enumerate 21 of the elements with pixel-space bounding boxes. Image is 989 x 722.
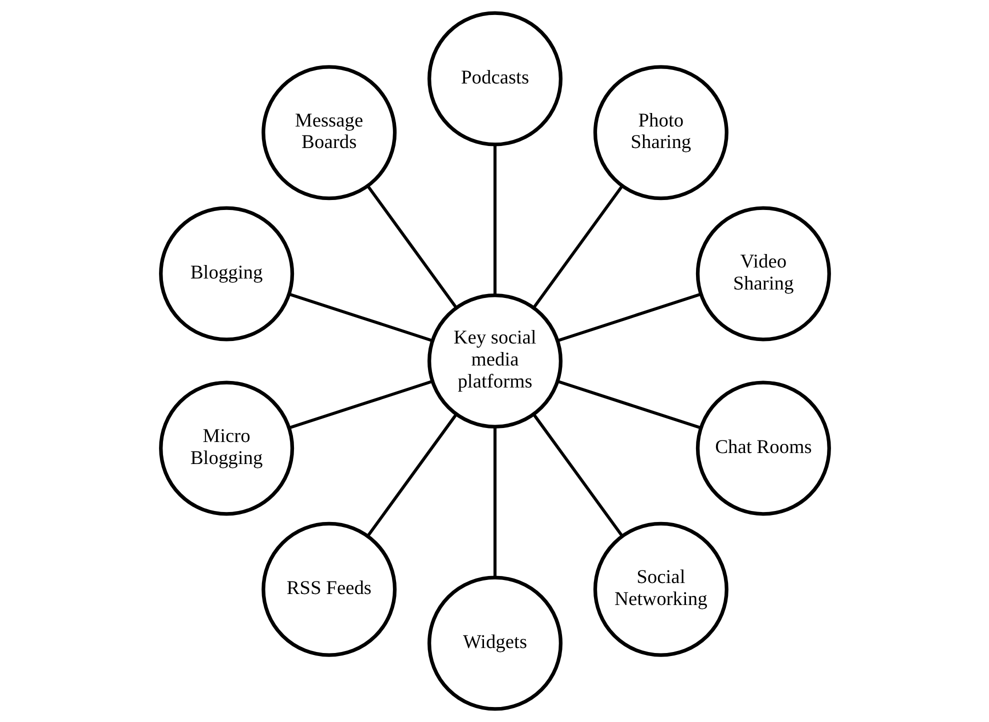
node-circle: Social Networking <box>592 522 728 657</box>
node-circle: Chat Rooms <box>695 380 830 516</box>
node-circle: Micro Blogging <box>158 380 294 516</box>
node-circle: Widgets <box>427 576 562 711</box>
connector <box>366 414 457 538</box>
connector <box>366 184 457 308</box>
connector <box>532 184 623 308</box>
connector <box>492 426 496 578</box>
connector <box>288 380 432 430</box>
connector <box>492 144 496 296</box>
node-circle: Photo Sharing <box>592 65 728 200</box>
node-circle: Key social media platforms <box>427 294 562 429</box>
node-circle: Video Sharing <box>695 206 830 342</box>
node-circle: Message Boards <box>261 65 396 200</box>
node-circle: Podcasts <box>427 11 562 146</box>
connector <box>532 414 623 538</box>
node-circle: Blogging <box>158 206 294 342</box>
node-circle: RSS Feeds <box>261 522 396 657</box>
connector <box>556 292 701 342</box>
connector <box>288 292 432 342</box>
connector <box>556 380 701 430</box>
